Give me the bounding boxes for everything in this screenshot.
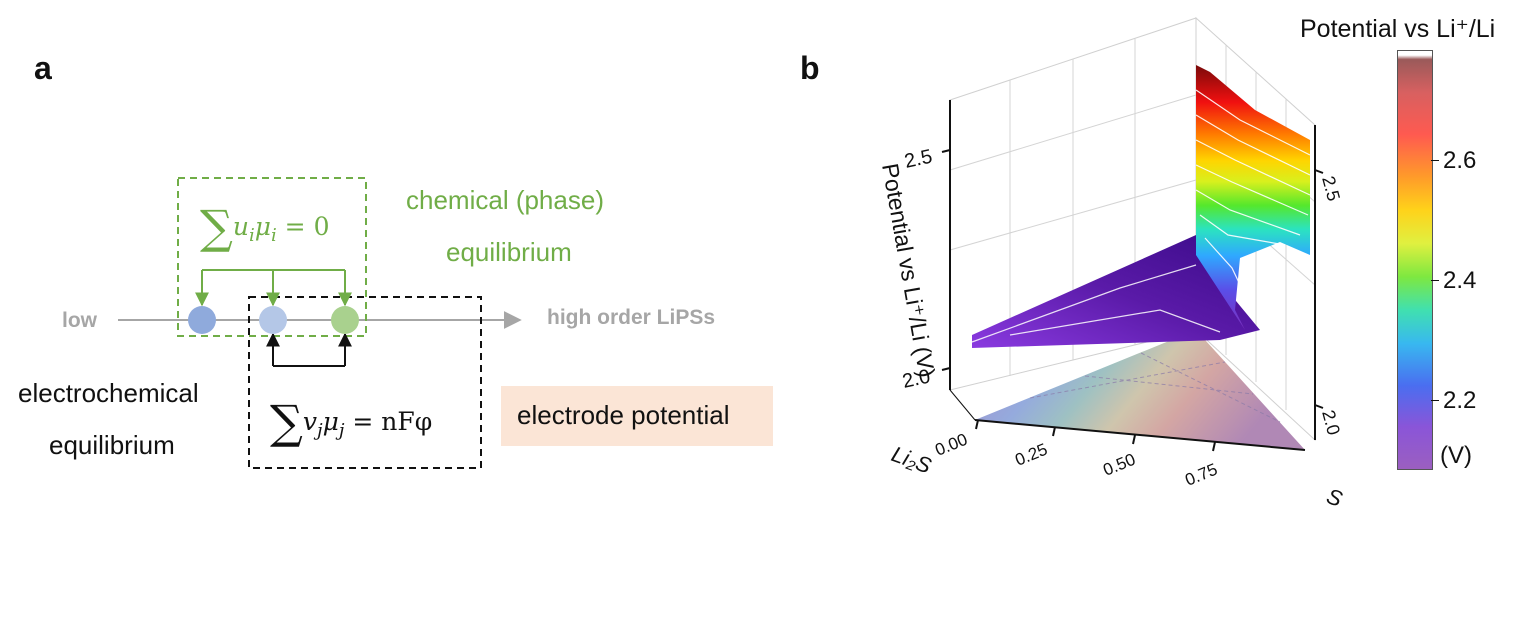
species-dot-2 (259, 306, 287, 334)
z-tick-2-5: 2.5 (902, 146, 934, 173)
electrode-potential-box: electrode potential (501, 386, 773, 446)
electrochemical-label-line2: equilibrium (49, 430, 175, 460)
floor-projection (975, 330, 1305, 450)
panel-a-diagram (118, 177, 522, 469)
x-tick-1: 0.25 (1012, 440, 1050, 470)
chemical-equilibrium-box (177, 177, 367, 337)
colorbar-tick-2-4: 2.4 (1443, 267, 1477, 294)
panel-a-label: a (34, 50, 52, 86)
colorbar (1397, 50, 1433, 470)
high-order-label: high order LiPSs (547, 306, 716, 329)
surface-rainbow-region (1196, 65, 1310, 330)
surface-plot-3d: 2.5 2.0 2.5 2.0 0.00 0.25 0.50 0.75 Pote… (877, 16, 1346, 512)
colorbar-tick-2-6: 2.6 (1443, 147, 1477, 174)
chemical-equation: ∑uiμi = 0 (200, 200, 330, 254)
x-tick-2: 0.50 (1100, 450, 1138, 480)
low-label: low (62, 309, 97, 332)
chemical-label-line1: chemical (phase) (406, 185, 604, 215)
y-axis-label-s: S (1323, 483, 1346, 512)
z-axis-label: Potential vs Li⁺/Li (V) (877, 161, 940, 379)
right-tick-2-5: 2.5 (1318, 174, 1344, 203)
chemical-label-line2: equilibrium (446, 237, 572, 267)
electrochemical-equilibrium-box (248, 296, 482, 469)
electrochemical-equation: ∑vjμj = nFφ (270, 395, 433, 449)
electrochemical-label-line1: electrochemical (18, 378, 199, 408)
x-tick-0: 0.00 (932, 430, 970, 460)
right-tick-2-0: 2.0 (1318, 408, 1344, 437)
colorbar-unit: (V) (1440, 442, 1472, 469)
x-tick-3: 0.75 (1182, 460, 1220, 490)
colorbar-tick-2-2: 2.2 (1443, 387, 1477, 414)
colorbar-title: Potential vs Li⁺/Li (1300, 15, 1496, 43)
x-axis-label-li2s: Li₂S (888, 441, 935, 478)
species-dot-1 (188, 306, 216, 334)
species-dot-3 (331, 306, 359, 334)
panel-b-label: b (800, 50, 820, 86)
electrode-potential-label: electrode potential (517, 400, 730, 430)
